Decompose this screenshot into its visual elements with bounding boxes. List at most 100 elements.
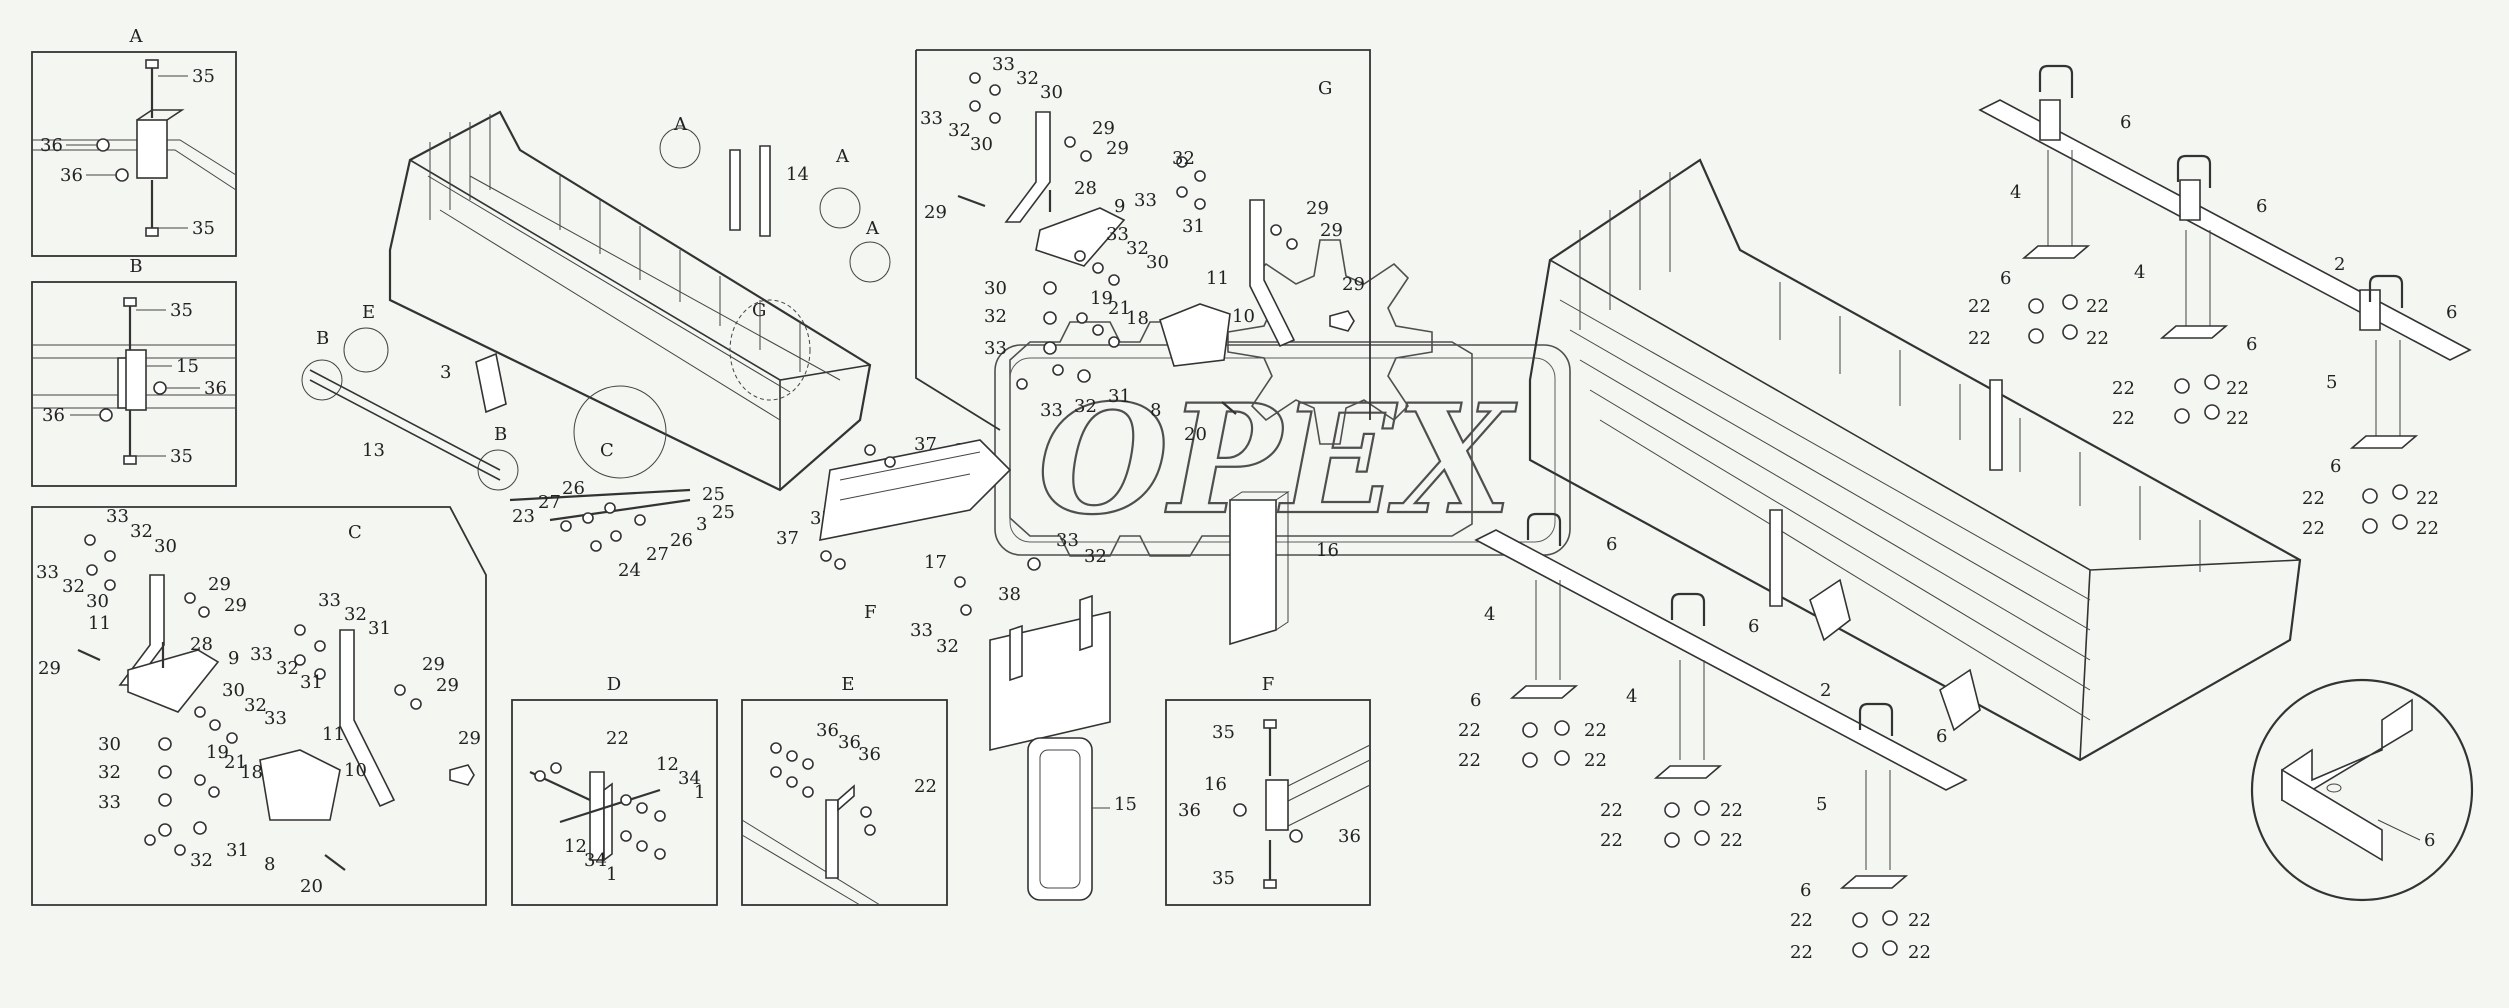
callout-center-31: 31	[1108, 386, 1131, 407]
callout-center-11: 11	[1206, 268, 1229, 289]
callout-d-12a: 12	[656, 754, 679, 775]
callout-d-12b: 12	[564, 836, 587, 857]
callout-f-16: 16	[1204, 774, 1227, 795]
callout-center-32b: 32	[948, 120, 971, 141]
callout-c-32f: 32	[98, 762, 121, 783]
left-cargo-body: A 14 A A B E 3 13 B C G 26 27 23 3 25 25…	[301, 110, 891, 581]
callout-center-15: 15	[1114, 794, 1137, 815]
callout-d-34b: 34	[584, 850, 607, 871]
callout-right-6f: 6	[2330, 456, 2341, 477]
callout-center-18: 18	[1126, 308, 1149, 329]
callout-right-22u: 22	[1790, 910, 1813, 931]
callout-f-36-left: 36	[1178, 800, 1201, 821]
callout-right-22s: 22	[1600, 830, 1623, 851]
callout-center-37d: 37	[776, 528, 799, 549]
panel-f-title: F	[1262, 674, 1275, 695]
callout-center-33h: 33	[910, 620, 933, 641]
callout-right-22q: 22	[1600, 800, 1623, 821]
callout-center-28: 28	[1074, 178, 1097, 199]
callout-center-29d: 29	[1342, 274, 1365, 295]
callout-center-30b: 30	[970, 134, 993, 155]
panel-c-fasteners	[77, 534, 475, 871]
panel-a-title: A	[129, 26, 144, 47]
callout-center-29e: 29	[1306, 198, 1329, 219]
callout-left-13: 13	[362, 440, 385, 461]
panel-c-title: C	[348, 522, 362, 543]
callout-right-22x: 22	[1908, 942, 1931, 963]
callout-d-34a: 34	[678, 768, 701, 789]
callout-right-22k: 22	[2302, 518, 2325, 539]
callout-c-29f: 29	[458, 728, 481, 749]
callout-left-e: E	[362, 302, 375, 323]
detail-panel-b: B 35 15 36 36 35	[31, 256, 237, 487]
callout-a-36-1: 36	[40, 135, 63, 156]
callout-left-a2: A	[835, 146, 850, 167]
callout-c-32b: 32	[62, 576, 85, 597]
callout-center-30d: 30	[984, 278, 1007, 299]
callout-c-32d: 32	[276, 658, 299, 679]
center-callouts: 33 32 30 33 32 30 29 29 29 28 9 33 32 30…	[776, 54, 1365, 815]
callout-left-27a: 27	[538, 492, 561, 513]
callout-b-15: 15	[176, 356, 199, 377]
callout-d-22: 22	[606, 728, 629, 749]
callout-left-24: 24	[618, 560, 641, 581]
callout-center-38c: 38	[998, 584, 1021, 605]
callout-center-32h: 32	[936, 636, 959, 657]
callout-center-17: 17	[924, 552, 947, 573]
callout-right-2a: 2	[2334, 254, 2345, 275]
callout-b-36-right: 36	[204, 378, 227, 399]
callout-left-3b: 3	[696, 514, 707, 535]
callout-right-6e: 6	[2446, 302, 2457, 323]
callout-center-31b: 31	[1182, 216, 1205, 237]
callout-center-9: 9	[1114, 196, 1125, 217]
detail-panel-c: C 33 32 30 33 32 30 29 29 11 28 9 29	[31, 506, 487, 906]
callout-c-33e: 33	[264, 708, 287, 729]
callout-left-3a: 3	[440, 362, 451, 383]
callout-right-22e: 22	[2112, 378, 2135, 399]
callout-c-33d: 33	[250, 644, 273, 665]
center-parts	[819, 439, 1290, 901]
callout-c-30b: 30	[86, 591, 109, 612]
callout-b-35-top: 35	[170, 300, 193, 321]
callout-right-22r: 22	[1720, 800, 1743, 821]
detail-panel-g: G	[915, 49, 1371, 431]
panel-b-title: B	[129, 256, 142, 277]
callout-e-36b: 36	[838, 732, 861, 753]
callout-center-32f: 32	[1172, 148, 1195, 169]
callout-right-22j: 22	[2416, 488, 2439, 509]
callout-center-32d: 32	[984, 306, 1007, 327]
callout-right-6c: 6	[2256, 196, 2267, 217]
detail-panel-a: A 35 36 36 35	[31, 26, 237, 257]
callout-right-2b: 2	[1820, 680, 1831, 701]
callout-center-29f: 29	[1320, 220, 1343, 241]
callout-left-c: C	[600, 440, 614, 461]
detail-panel-d: D 22 12 34 1 12 34 1	[511, 674, 718, 906]
callout-right-6k: 6	[1800, 880, 1811, 901]
callout-right-22v: 22	[1908, 910, 1931, 931]
callout-center-21: 21	[1108, 298, 1131, 319]
callout-right-22a: 22	[1968, 296, 1991, 317]
callout-center-30c: 30	[1146, 252, 1169, 273]
detail-panel-f: F 35 16 36 36 35	[1165, 674, 1371, 906]
callout-c-20: 20	[300, 876, 323, 897]
callout-c-29d: 29	[422, 654, 445, 675]
callout-right-4a: 4	[2010, 182, 2021, 203]
callout-c-28: 28	[190, 634, 213, 655]
callout-right-22g: 22	[2112, 408, 2135, 429]
callout-e-36c: 36	[858, 744, 881, 765]
callout-right-6a: 6	[2120, 112, 2131, 133]
callout-c-29e: 29	[436, 675, 459, 696]
callout-c-29a: 29	[208, 574, 231, 595]
callout-right-22p: 22	[1584, 750, 1607, 771]
callout-f-35-top: 35	[1212, 722, 1235, 743]
callout-b-36-left: 36	[42, 405, 65, 426]
callout-c-33f: 33	[98, 792, 121, 813]
callout-center-29a: 29	[1092, 118, 1115, 139]
callout-right-22f: 22	[2226, 378, 2249, 399]
callout-right-6j: 6	[1936, 726, 1947, 747]
callout-c-31b: 31	[300, 672, 323, 693]
callout-right-22l: 22	[2416, 518, 2439, 539]
callout-center-19: 19	[1090, 288, 1113, 309]
callout-c-30c: 30	[222, 680, 245, 701]
callout-left-a3: A	[865, 218, 880, 239]
